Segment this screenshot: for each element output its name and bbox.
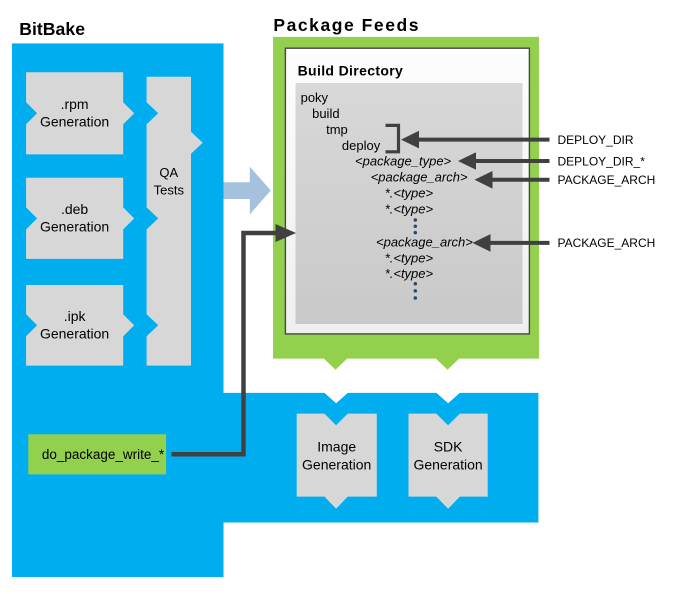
svg-text:Generation: Generation	[302, 457, 371, 473]
svg-text:tmp: tmp	[326, 122, 348, 137]
svg-text:*.<type>: *.<type>	[385, 201, 434, 216]
svg-text:Build Directory: Build Directory	[298, 63, 404, 79]
svg-text:Generation: Generation	[413, 457, 482, 473]
svg-text:*.<type>: *.<type>	[385, 250, 434, 265]
svg-text:<package_type>: <package_type>	[355, 154, 452, 169]
svg-text:DEPLOY_DIR: DEPLOY_DIR	[558, 133, 634, 147]
svg-text:Tests: Tests	[154, 183, 185, 198]
svg-text:do_package_write_*: do_package_write_*	[42, 447, 165, 462]
svg-text:.rpm: .rpm	[61, 96, 89, 112]
svg-text:Generation: Generation	[40, 325, 109, 341]
svg-text:.ipk: .ipk	[64, 308, 87, 324]
svg-text:.deb: .deb	[61, 201, 88, 217]
svg-text:DEPLOY_DIR_*: DEPLOY_DIR_*	[558, 154, 646, 168]
svg-text:*.<type>: *.<type>	[385, 266, 434, 281]
svg-text:BitBake: BitBake	[19, 19, 85, 39]
svg-text:poky: poky	[301, 90, 329, 105]
svg-text:SDK: SDK	[434, 439, 463, 455]
svg-text:Generation: Generation	[40, 219, 109, 235]
svg-text:Generation: Generation	[40, 113, 109, 129]
svg-text:PACKAGE_ARCH: PACKAGE_ARCH	[558, 173, 656, 187]
svg-text:PACKAGE_ARCH: PACKAGE_ARCH	[558, 236, 656, 250]
svg-text:*.<type>: *.<type>	[385, 186, 434, 201]
svg-text:<package_arch>: <package_arch>	[371, 170, 468, 185]
svg-text:Image: Image	[317, 439, 356, 455]
svg-text:QA: QA	[159, 165, 178, 180]
svg-text:<package_arch>: <package_arch>	[376, 234, 473, 249]
svg-text:Package Feeds: Package Feeds	[273, 15, 420, 35]
svg-text:deploy: deploy	[342, 138, 381, 153]
svg-text:build: build	[312, 106, 339, 121]
